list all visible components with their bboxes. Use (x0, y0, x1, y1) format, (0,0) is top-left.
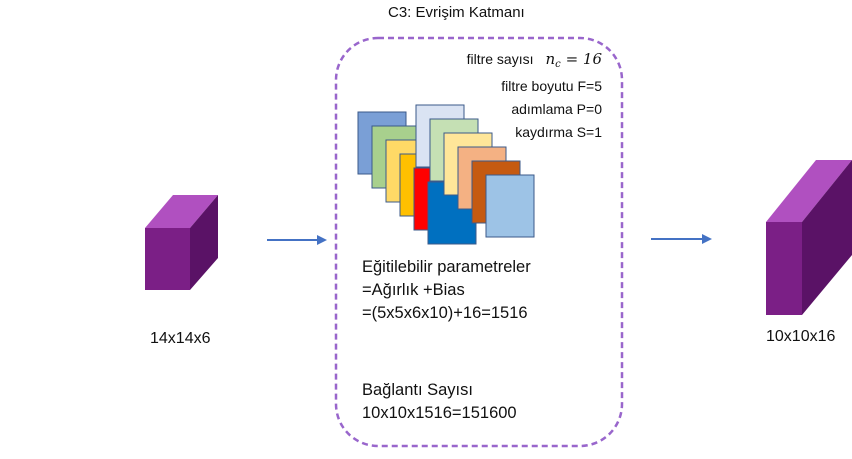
output-cube (766, 160, 852, 315)
params-line-1: Eğitilebilir parametreler (362, 258, 531, 276)
input-size-label: 14x14x6 (150, 330, 211, 347)
connections-line-1: Bağlantı Sayısı (362, 381, 473, 399)
trainable-params-text: Eğitilebilir parametreler =Ağırlık +Bias… (362, 256, 531, 325)
params-line-3: =(5x5x6x10)+16=1516 (362, 304, 528, 322)
filter-count-value: = 16 (565, 50, 602, 68)
filter-count-label: filtre sayısı nc = 16 (467, 50, 602, 70)
filter-count-text: filtre sayısı (466, 51, 534, 67)
connections-text: Bağlantı Sayısı 10x10x1516=151600 (362, 379, 517, 425)
input-arrow (267, 235, 327, 245)
filter-count-formula: nc = 16 (545, 50, 603, 70)
filter-stack (357, 104, 535, 245)
filter-count-subscript: c (555, 59, 561, 70)
filter-count-symbol: n (545, 50, 556, 68)
input-cube (145, 195, 218, 290)
params-line-2: =Ağırlık +Bias (362, 281, 465, 299)
output-arrow (651, 234, 712, 244)
stride-label: kaydırma S=1 (515, 124, 602, 140)
output-size-label: 10x10x16 (766, 328, 836, 345)
padding-label: adımlama P=0 (511, 101, 602, 117)
layer-title: C3: Evrişim Katmanı (388, 4, 525, 21)
filter-square (485, 174, 535, 238)
filter-size-label: filtre boyutu F=5 (501, 78, 602, 94)
conv-layer-border (334, 36, 624, 448)
connections-line-2: 10x10x1516=151600 (362, 404, 517, 422)
